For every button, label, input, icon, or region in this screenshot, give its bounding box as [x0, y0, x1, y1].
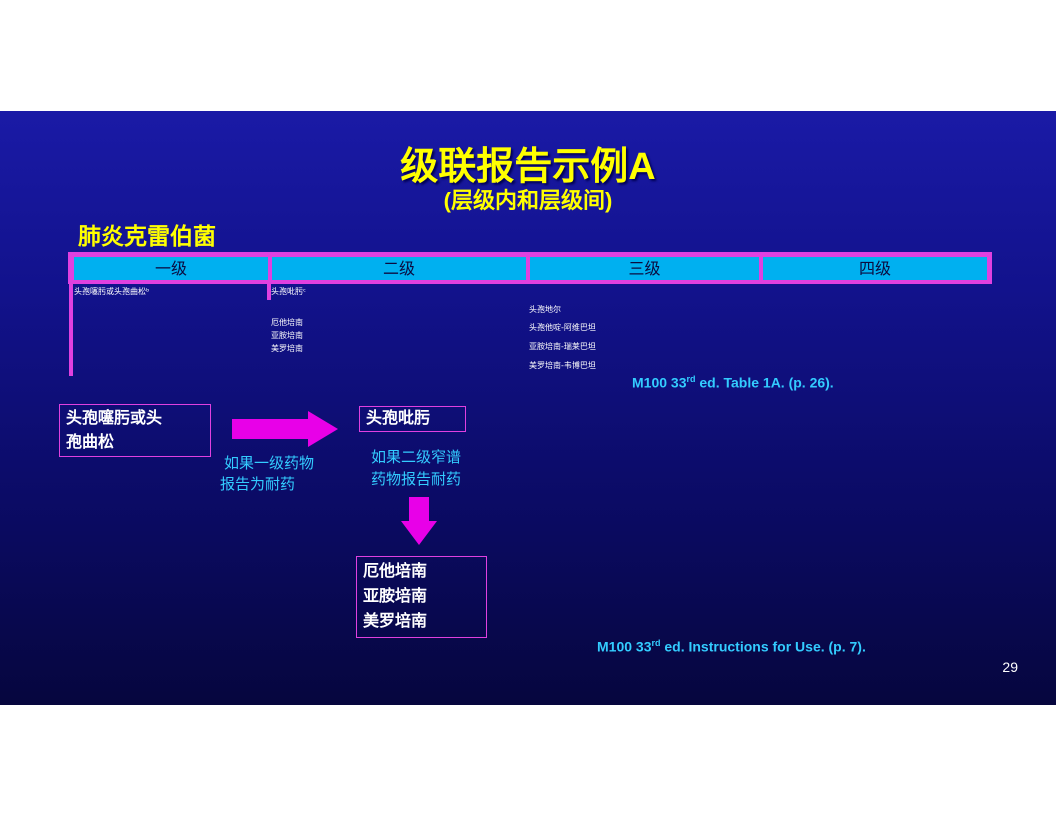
- arrow2-caption-line-2: 药物报告耐药: [371, 470, 462, 488]
- tier2-drug-2: 亚胺培南: [271, 331, 303, 340]
- arrow-down-icon: [401, 497, 437, 545]
- tier2-drug-box: 头孢吡肟: [359, 406, 466, 432]
- arrow-right-icon: [232, 411, 338, 447]
- reference-2-sup: rd: [651, 638, 661, 648]
- tier-header-4: 四级: [763, 257, 987, 280]
- carbapenem-box: 厄他培南 亚胺培南 美罗培南: [356, 556, 487, 638]
- tier1-box-line-2: 孢曲松: [66, 434, 115, 451]
- reference-1-pre: M100 33: [632, 374, 687, 391]
- tier3-drug-1: 头孢地尔: [529, 305, 561, 314]
- tier2-drug-1: 厄他培南: [271, 318, 303, 327]
- slide-title: 级联报告示例A: [400, 146, 656, 188]
- tier3-drug-2: 头孢他啶-阿维巴坦: [529, 323, 596, 332]
- tier-header-3: 三级: [530, 257, 759, 280]
- tier2-bar: [267, 284, 271, 300]
- reference-table-1a: M100 33rd ed. Table 1A. (p. 26).: [632, 374, 834, 391]
- arrow2-caption-line-1: 如果二级窄谱: [371, 448, 462, 466]
- tier-header-row: 一级 二级 三级 四级: [68, 252, 992, 284]
- arrow1-caption-line-2: 报告为耐药: [220, 475, 296, 493]
- arrow1-caption-line-1: 如果一级药物: [224, 454, 315, 472]
- tier1-box-line-1: 头孢噻肟或头: [66, 410, 163, 427]
- tier1-bar: [69, 284, 73, 376]
- carbapenem-line-1: 厄他培南: [363, 563, 428, 580]
- tier3-drug-3: 亚胺培南-瑞莱巴坦: [529, 342, 596, 351]
- page-number: 29: [1002, 659, 1018, 675]
- reference-2-pre: M100 33: [597, 638, 652, 655]
- reference-1-sup: rd: [686, 374, 696, 384]
- organism-name: 肺炎克雷伯菌: [78, 223, 216, 250]
- carbapenem-line-2: 亚胺培南: [363, 588, 428, 605]
- reference-instructions: M100 33rd ed. Instructions for Use. (p. …: [597, 638, 866, 655]
- slide: 级联报告示例A (层级内和层级间) 肺炎克雷伯菌 一级 二级 三级 四级 头孢噻…: [0, 111, 1056, 705]
- tier-header-2: 二级: [272, 257, 526, 280]
- tier1-drug: 头孢噻肟或头孢曲松ᵇ: [74, 287, 150, 296]
- tier3-drug-4: 美罗培南-韦博巴坦: [529, 361, 596, 370]
- tier-header-1: 一级: [74, 257, 268, 280]
- tier1-drug-box: 头孢噻肟或头 孢曲松: [59, 404, 211, 457]
- tier2-drug-top: 头孢吡肟ᶜ: [271, 287, 306, 296]
- carbapenem-line-3: 美罗培南: [363, 613, 428, 630]
- reference-2-post: ed. Instructions for Use. (p. 7).: [660, 638, 866, 655]
- tier2-drug-3: 美罗培南: [271, 344, 303, 353]
- slide-subtitle: (层级内和层级间): [443, 188, 613, 213]
- reference-1-post: ed. Table 1A. (p. 26).: [695, 374, 834, 391]
